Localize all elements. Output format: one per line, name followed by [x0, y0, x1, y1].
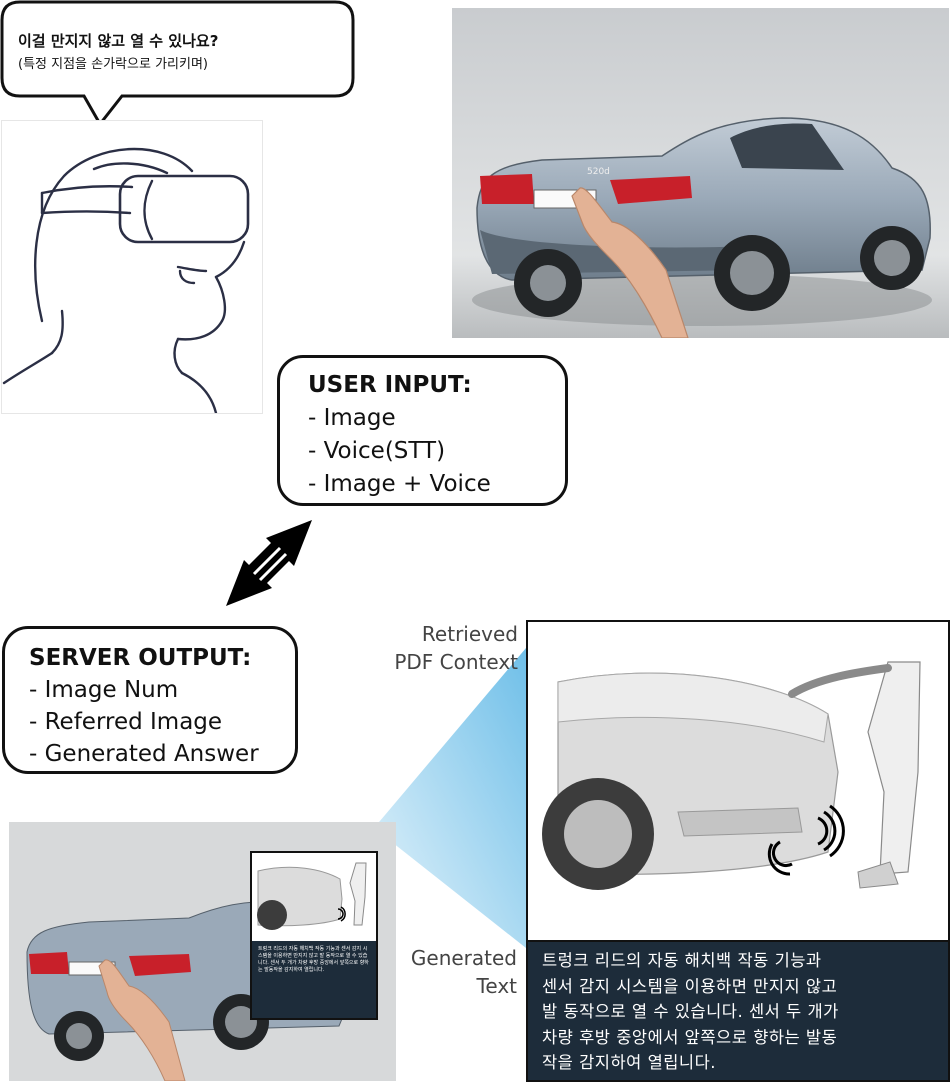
thumbnail-generated-text: 트렁크 리드의 자동 해치백 작동 기능과 센서 감지 시스템을 이용하면 만지… — [252, 941, 376, 1018]
generated-text-label: Generated Text — [410, 946, 517, 998]
user-input-item-image-voice: - Image + Voice — [308, 471, 491, 497]
speech-subtext: (특정 지점을 손가락으로 가리키며) — [18, 57, 208, 72]
server-output-title: SERVER OUTPUT: — [29, 645, 252, 671]
thumbnail-inset-panel: 트렁크 리드의 자동 해치백 작동 기능과 센서 감지 시스템을 이용하면 만지… — [250, 851, 378, 1020]
server-output-item-image-num: - Image Num — [29, 677, 179, 703]
user-input-title: USER INPUT: — [308, 372, 472, 398]
output-composite-thumbnail: 트렁크 리드의 자동 해치백 작동 기능과 센서 감지 시스템을 이용하면 만지… — [9, 822, 396, 1081]
generated-text: 트렁크 리드의 자동 해치백 작동 기능과 센서 감지 시스템을 이용하면 만지… — [542, 951, 839, 1072]
vr-headset-icon — [118, 174, 250, 244]
sensor-wave-icon — [767, 804, 845, 876]
retrieved-context-panel: 트렁크 리드의 자동 해치백 작동 기능과 센서 감지 시스템을 이용하면 만지… — [526, 620, 950, 1082]
projection-beam — [374, 648, 526, 948]
car-badge: 520d — [587, 167, 610, 177]
retrieved-context-label: Retrieved PDF Context — [394, 622, 518, 674]
server-output-box: SERVER OUTPUT: - Image Num - Referred Im… — [2, 626, 298, 774]
user-input-box: USER INPUT: - Image - Voice(STT) - Image… — [277, 355, 568, 506]
vr-user-illustration — [1, 120, 263, 415]
generated-text-panel: 트렁크 리드의 자동 해치백 작동 기능과 센서 감지 시스템을 이용하면 만지… — [528, 940, 948, 1080]
bidirectional-arrow-icon — [226, 520, 312, 606]
thumbnail-manual-illustration — [252, 853, 376, 941]
user-input-item-image: - Image — [308, 405, 396, 431]
speech-bubble — [0, 0, 355, 126]
car-photo: 520d — [452, 8, 949, 338]
user-input-item-voice: - Voice(STT) — [308, 438, 446, 464]
manual-illustration — [528, 622, 948, 940]
server-output-item-referred-image: - Referred Image — [29, 709, 223, 735]
server-output-item-generated-answer: - Generated Answer — [29, 741, 259, 767]
speech-question: 이걸 만지지 않고 열 수 있나요? — [18, 32, 219, 50]
